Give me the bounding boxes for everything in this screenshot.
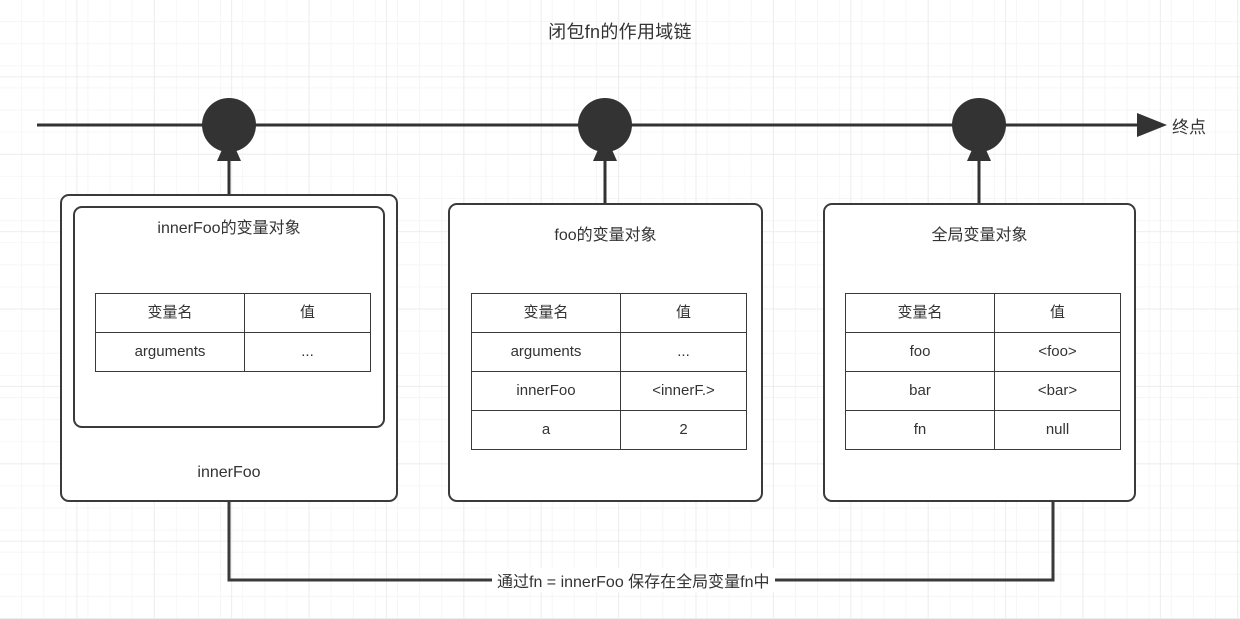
table-row: foo <foo> [845, 332, 1121, 372]
cell-variable-name: bar [845, 371, 995, 411]
variable-table-foo: 变量名 值 arguments ... innerFoo <innerF.> a… [471, 293, 747, 450]
variable-object-title-innerfoo: innerFoo的变量对象 [157, 220, 301, 237]
header-cell-name: 变量名 [471, 293, 621, 333]
cell-variable-name: fn [845, 410, 995, 450]
cell-variable-value: 2 [620, 410, 747, 450]
table-header-row: 变量名 值 [845, 293, 1121, 333]
cell-variable-value: <bar> [994, 371, 1121, 411]
page-title: 闭包fn的作用域链 [548, 22, 692, 42]
timeline-node-1 [202, 98, 256, 152]
header-cell-value: 值 [620, 293, 747, 333]
table-row: fn null [845, 410, 1121, 450]
cell-variable-value: ... [244, 332, 371, 372]
scope-footer-innerfoo: innerFoo [197, 464, 261, 481]
variable-object-title-global: 全局变量对象 [931, 227, 1028, 244]
variable-object-title-foo: foo的变量对象 [554, 227, 657, 244]
timeline-endpoint-label: 终点 [1172, 118, 1206, 137]
header-cell-value: 值 [244, 293, 371, 333]
table-row: innerFoo <innerF.> [471, 371, 747, 411]
timeline-node-2 [578, 98, 632, 152]
timeline-node-3 [952, 98, 1006, 152]
header-cell-name: 变量名 [95, 293, 245, 333]
table-row: arguments ... [471, 332, 747, 372]
cell-variable-name: arguments [471, 332, 621, 372]
table-header-row: 变量名 值 [95, 293, 371, 333]
cell-variable-name: innerFoo [471, 371, 621, 411]
table-row: arguments ... [95, 332, 371, 372]
table-row: a 2 [471, 410, 747, 450]
header-cell-value: 值 [994, 293, 1121, 333]
variable-table-innerfoo: 变量名 值 arguments ... [95, 293, 371, 372]
cell-variable-name: foo [845, 332, 995, 372]
connector-label: 通过fn = innerFoo 保存在全局变量fn中 [492, 568, 775, 592]
table-row: bar <bar> [845, 371, 1121, 411]
cell-variable-value: <innerF.> [620, 371, 747, 411]
cell-variable-value: <foo> [994, 332, 1121, 372]
header-cell-name: 变量名 [845, 293, 995, 333]
cell-variable-name: arguments [95, 332, 245, 372]
cell-variable-value: null [994, 410, 1121, 450]
variable-table-global: 变量名 值 foo <foo> bar <bar> fn null [845, 293, 1121, 450]
table-header-row: 变量名 值 [471, 293, 747, 333]
cell-variable-value: ... [620, 332, 747, 372]
cell-variable-name: a [471, 410, 621, 450]
